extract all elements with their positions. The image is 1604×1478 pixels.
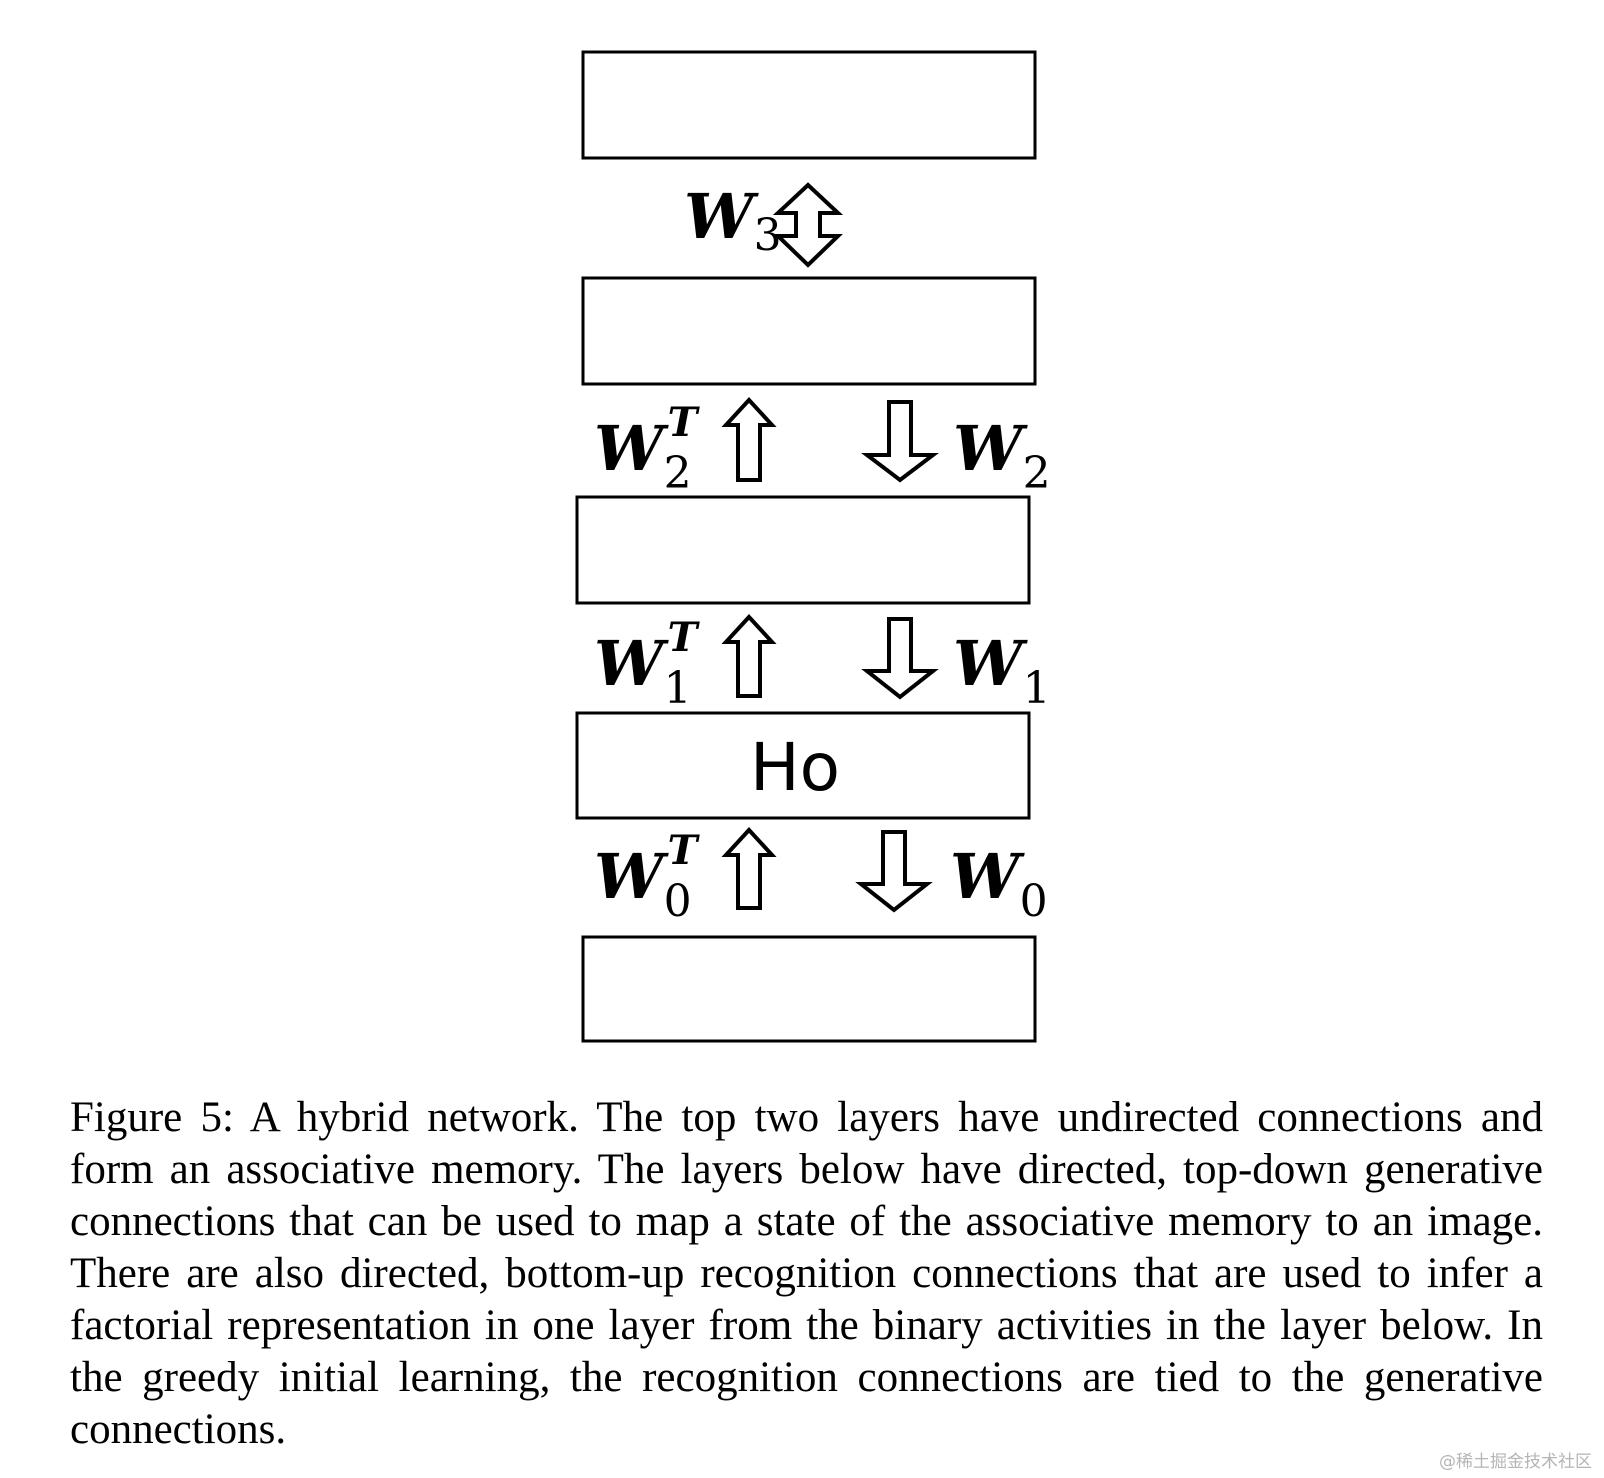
double-arrow-icon <box>772 182 844 268</box>
down-arrow-icon-w1 <box>861 617 939 700</box>
layer-box-bottom <box>581 935 1037 1043</box>
label-w2: W2 <box>953 412 1051 499</box>
layer-box-h0 <box>575 711 1031 820</box>
watermark: @稀土掘金技术社区 <box>1439 1452 1592 1472</box>
label-w0t: W0T <box>594 827 701 927</box>
down-arrow-icon-w0 <box>855 830 933 913</box>
up-arrow-icon-w2t <box>721 397 777 482</box>
hybrid-network-diagram: Ho W3 W2T W2 W1T W1 W0T W0 <box>575 50 1051 1043</box>
up-arrow-icon-w1t <box>721 614 777 698</box>
figure-caption: Figure 5: A hybrid network. The top two … <box>70 1094 1543 1453</box>
up-arrow-icon-w0t <box>721 827 777 910</box>
layer-box-third <box>575 495 1031 605</box>
label-w2t: W2T <box>594 399 701 499</box>
down-arrow-icon-w2 <box>861 400 939 483</box>
layer-h0-label: Ho <box>750 729 840 806</box>
label-w1: W1 <box>953 627 1051 714</box>
label-w0: W0 <box>950 840 1048 927</box>
layer-box-top <box>581 50 1037 160</box>
label-w1t: W1T <box>594 614 701 714</box>
layer-box-second <box>581 276 1037 386</box>
label-w3: W3 <box>684 180 782 261</box>
